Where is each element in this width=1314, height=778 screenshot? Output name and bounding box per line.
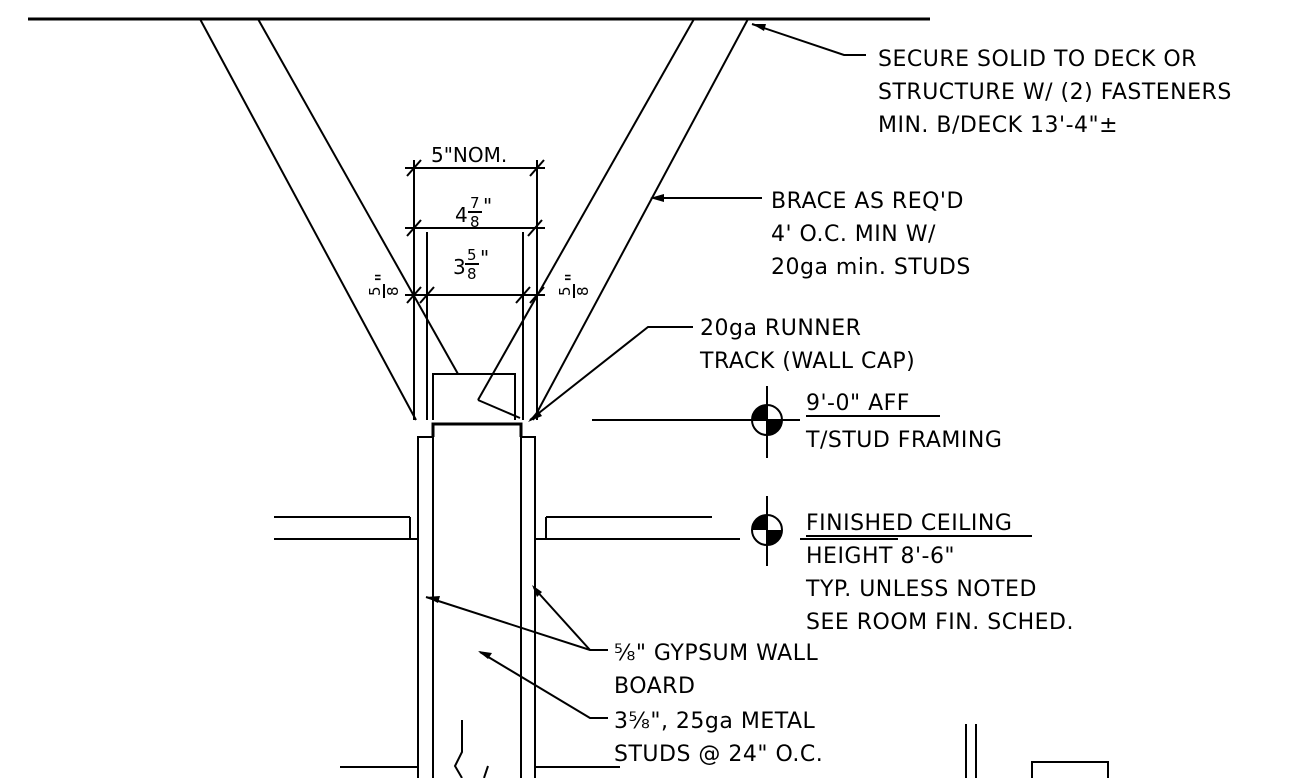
svg-text:3⅝", 25ga METAL: 3⅝", 25ga METAL <box>614 709 816 734</box>
dim-overall-num: 7 <box>470 194 480 212</box>
note-deck-attachment: SECURE SOLID TO DECK OR STRUCTURE W/ (2)… <box>878 47 1232 138</box>
dim-stud-num: 5 <box>467 246 477 264</box>
svg-text:": " <box>561 273 585 282</box>
svg-text:5: 5 <box>366 286 384 296</box>
svg-text:5: 5 <box>556 286 574 296</box>
runner-track <box>432 373 516 420</box>
dimension-text: 5"NOM. 4 7 8 " 3 5 8 " 5 8 " 5 8 " <box>366 143 592 298</box>
note-stud-framing-level: 9'-0" AFF T/STUD FRAMING <box>805 391 1002 453</box>
svg-text:SECURE SOLID TO DECK OR: SECURE SOLID TO DECK OR <box>878 47 1197 72</box>
svg-text:SEE ROOM FIN. SCHED.: SEE ROOM FIN. SCHED. <box>806 610 1074 635</box>
svg-text:TYP. UNLESS NOTED: TYP. UNLESS NOTED <box>805 577 1037 602</box>
dim-overall-den: 8 <box>470 213 480 231</box>
svg-text:BOARD: BOARD <box>614 674 695 699</box>
dim-nominal: 5"NOM. <box>431 143 507 167</box>
dim-board-right: 5 8 " <box>556 273 592 298</box>
dim-board-left: 5 8 " <box>366 273 402 298</box>
leaders <box>425 23 866 719</box>
svg-text:TRACK (WALL CAP): TRACK (WALL CAP) <box>699 349 915 374</box>
dim-stud-den: 8 <box>467 265 477 283</box>
right-brace <box>477 18 749 421</box>
svg-text:STUDS @ 24" O.C.: STUDS @ 24" O.C. <box>614 742 823 767</box>
svg-text:8: 8 <box>574 286 592 296</box>
svg-text:20ga min. STUDS: 20ga min. STUDS <box>771 255 971 280</box>
note-brace: BRACE AS REQ'D 4' O.C. MIN W/ 20ga min. … <box>771 189 971 280</box>
svg-text:T/STUD FRAMING: T/STUD FRAMING <box>805 428 1002 453</box>
svg-text:HEIGHT 8'-6": HEIGHT 8'-6" <box>806 544 955 569</box>
dim-overall-unit: " <box>483 194 492 218</box>
svg-text:⅝" GYPSUM WALL: ⅝" GYPSUM WALL <box>614 641 818 666</box>
wall-assembly <box>417 422 536 778</box>
note-gypsum: ⅝" GYPSUM WALL BOARD <box>614 641 818 699</box>
stud-framing-level-marker <box>592 386 800 458</box>
dim-stud-unit: " <box>480 246 489 270</box>
svg-text:8: 8 <box>384 286 402 296</box>
dimension-lines <box>405 159 545 420</box>
dim-stud-whole: 3 <box>453 255 466 279</box>
ceiling-right <box>535 516 740 540</box>
svg-text:FINISHED CEILING: FINISHED CEILING <box>806 511 1012 536</box>
svg-text:BRACE AS REQ'D: BRACE AS REQ'D <box>771 189 964 214</box>
note-ceiling-level: FINISHED CEILING HEIGHT 8'-6" TYP. UNLES… <box>805 511 1074 635</box>
adjacent-wall-fragment <box>340 724 1109 778</box>
svg-text:MIN. B/DECK 13'-4"±: MIN. B/DECK 13'-4"± <box>878 113 1118 138</box>
svg-text:STRUCTURE W/ (2) FASTENERS: STRUCTURE W/ (2) FASTENERS <box>878 80 1232 105</box>
ceiling-left <box>274 516 418 540</box>
dim-overall-whole: 4 <box>455 203 468 227</box>
note-studs: 3⅝", 25ga METAL STUDS @ 24" O.C. <box>614 709 823 767</box>
svg-text:4' O.C. MIN W/: 4' O.C. MIN W/ <box>771 222 936 247</box>
left-brace <box>199 18 459 421</box>
ceiling-level-marker <box>751 496 898 566</box>
svg-text:": " <box>371 273 395 282</box>
svg-text:20ga RUNNER: 20ga RUNNER <box>700 316 861 341</box>
note-runner-track: 20ga RUNNER TRACK (WALL CAP) <box>699 316 915 374</box>
svg-text:9'-0" AFF: 9'-0" AFF <box>806 391 910 416</box>
